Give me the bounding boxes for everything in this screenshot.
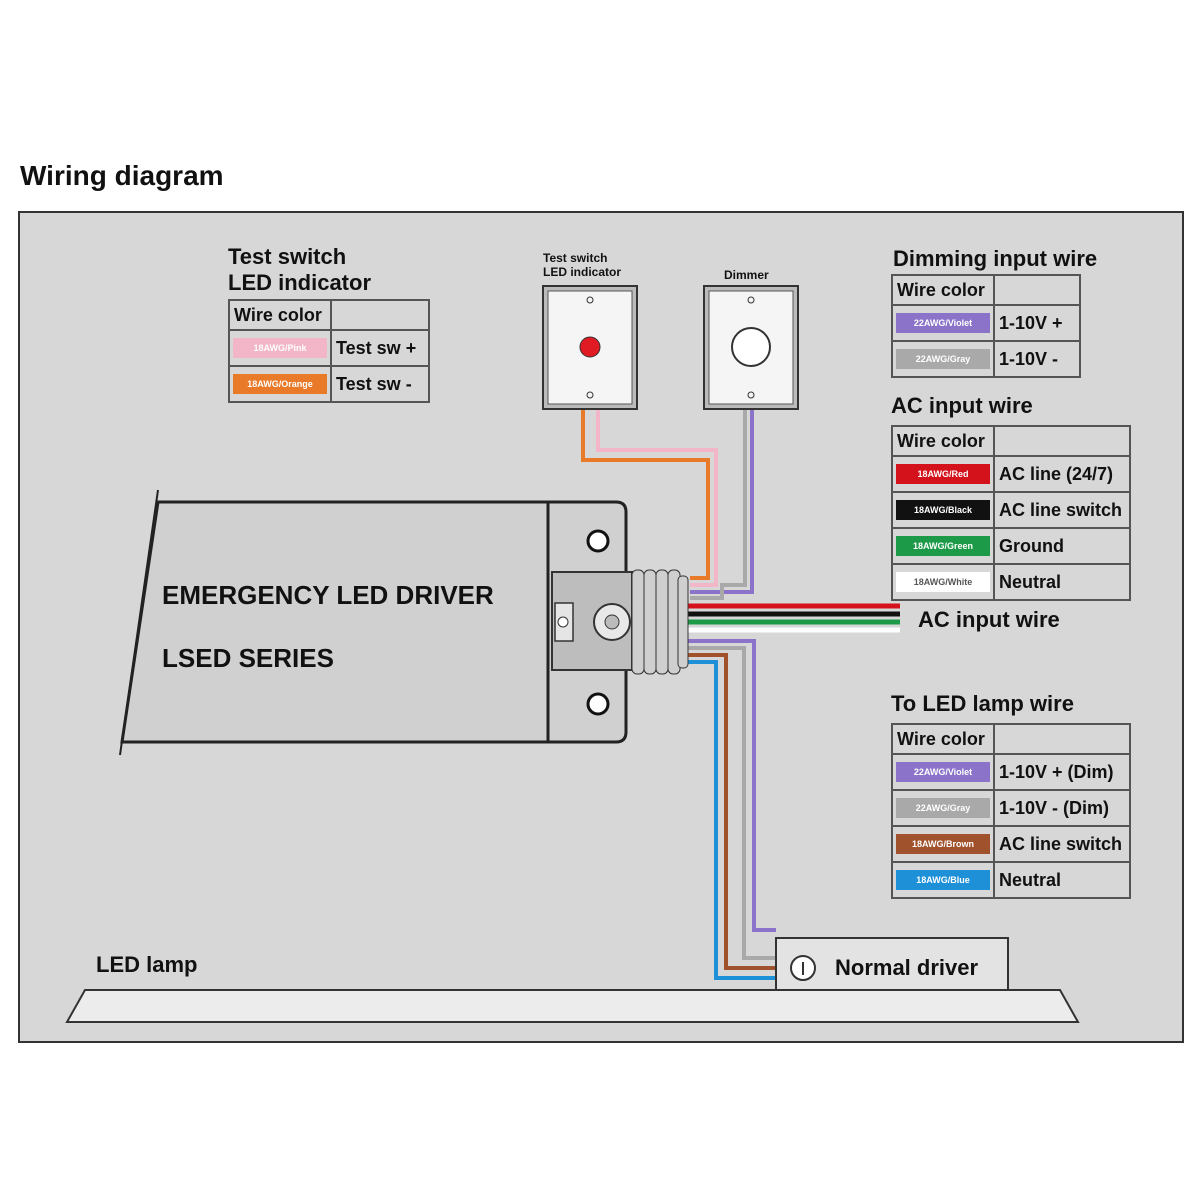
row-label: 1-10V + (Dim) xyxy=(993,753,1131,791)
wire-brown xyxy=(686,653,776,970)
wire-violet-dimmer xyxy=(690,410,754,594)
wire-swatch-violet: 22AWG/Violet xyxy=(896,762,990,782)
dimming-wire-table: Wire color 22AWG/Violet 1-10V + 22AWG/Gr… xyxy=(891,274,1081,378)
row-label: Neutral xyxy=(993,563,1131,601)
mount-hole-bottom xyxy=(586,692,610,716)
test-switch-wire-table: Wire color 18AWG/Pink Test sw + 18AWG/Or… xyxy=(228,299,430,403)
row-label: AC line (24/7) xyxy=(993,455,1131,493)
row-label: Test sw + xyxy=(330,329,430,367)
table-header-row: Wire color xyxy=(891,425,1131,457)
header-cell: Wire color xyxy=(228,299,332,331)
normal-driver-label: Normal driver xyxy=(835,955,979,980)
strain-relief-ribs xyxy=(631,569,689,675)
led-lamp-wire-table: Wire color 22AWG/Violet 1-10V + (Dim) 22… xyxy=(891,723,1131,899)
mount-hole-top xyxy=(586,529,610,553)
wire-swatch-red: 18AWG/Red xyxy=(896,464,990,484)
row-label: 1-10V - xyxy=(993,340,1081,378)
device-label-line1: Test switch xyxy=(543,251,608,265)
table-row: 18AWG/White Neutral xyxy=(891,563,1131,601)
table-row: 18AWG/Pink Test sw + xyxy=(228,329,430,367)
table-row: 18AWG/Red AC line (24/7) xyxy=(891,455,1131,493)
header-empty-cell xyxy=(993,723,1131,755)
wire-swatch-green: 18AWG/Green xyxy=(896,536,990,556)
table-header-row: Wire color xyxy=(228,299,430,331)
wire-gray-lamp xyxy=(686,646,776,960)
table-row: 22AWG/Violet 1-10V + (Dim) xyxy=(891,753,1131,791)
device-label-line2: LED indicator xyxy=(543,265,622,279)
wire-swatch-gray: 22AWG/Gray xyxy=(896,798,990,818)
led-lamp-label: LED lamp xyxy=(96,952,198,977)
header-empty-cell xyxy=(993,274,1081,306)
row-label: 1-10V + xyxy=(993,304,1081,342)
row-label: AC line switch xyxy=(993,825,1131,863)
header-empty-cell xyxy=(993,425,1131,457)
wire-swatch-gray: 22AWG/Gray xyxy=(896,349,990,369)
header-cell: Wire color xyxy=(891,274,995,306)
heading-line2: LED indicator xyxy=(228,270,372,295)
row-label: Test sw - xyxy=(330,365,430,403)
header-cell: Wire color xyxy=(891,723,995,755)
led-table-heading: To LED lamp wire xyxy=(891,691,1074,716)
table-row: 18AWG/Brown AC line switch xyxy=(891,825,1131,863)
row-label: Neutral xyxy=(993,861,1131,899)
test-switch-led xyxy=(579,336,601,358)
heading-line1: Test switch xyxy=(228,244,347,269)
header-empty-cell xyxy=(330,299,430,331)
table-row: 18AWG/Orange Test sw - xyxy=(228,365,430,403)
wire-violet-lamp xyxy=(686,639,776,932)
ac-input-wire-table: Wire color 18AWG/Red AC line (24/7) 18AW… xyxy=(891,425,1131,601)
led-lamp-bar xyxy=(65,989,1080,1023)
row-label: Ground xyxy=(993,527,1131,565)
wire-swatch-brown: 18AWG/Brown xyxy=(896,834,990,854)
dimmer-knob xyxy=(731,327,771,367)
table-row: 22AWG/Violet 1-10V + xyxy=(891,304,1081,342)
row-label: 1-10V - (Dim) xyxy=(993,789,1131,827)
table-row: 22AWG/Gray 1-10V - (Dim) xyxy=(891,789,1131,827)
wire-swatch-white: 18AWG/White xyxy=(896,572,990,592)
dimmer-device-label: Dimmer xyxy=(724,268,769,282)
wire-swatch-violet: 22AWG/Violet xyxy=(896,313,990,333)
wire-blue xyxy=(686,660,776,980)
ac-input-wire-label: AC input wire xyxy=(918,607,1060,632)
row-label: AC line switch xyxy=(993,491,1131,529)
driver-body xyxy=(120,500,550,744)
dimming-table-heading: Dimming input wire xyxy=(893,246,1098,271)
page-title: Wiring diagram xyxy=(20,160,224,191)
test-switch-table-heading: Test switch LED indicator xyxy=(228,244,371,296)
wire-pink xyxy=(596,410,718,587)
table-row: 18AWG/Green Ground xyxy=(891,527,1131,565)
table-header-row: Wire color xyxy=(891,274,1081,306)
header-cell: Wire color xyxy=(891,425,995,457)
table-row: 18AWG/Black AC line switch xyxy=(891,491,1131,529)
wire-orange xyxy=(581,410,710,580)
ac-table-heading: AC input wire xyxy=(891,393,1033,418)
table-header-row: Wire color xyxy=(891,723,1131,755)
wire-swatch-orange: 18AWG/Orange xyxy=(233,374,327,394)
wire-gray-dimmer xyxy=(690,410,747,600)
driver-title: EMERGENCY LED DRIVER xyxy=(162,580,494,610)
driver-series: LSED SERIES xyxy=(162,643,334,673)
wire-swatch-black: 18AWG/Black xyxy=(896,500,990,520)
table-row: 18AWG/Blue Neutral xyxy=(891,861,1131,899)
wire-swatch-pink: 18AWG/Pink xyxy=(233,338,327,358)
test-switch-device-label: Test switch LED indicator xyxy=(543,251,621,279)
wire-swatch-blue: 18AWG/Blue xyxy=(896,870,990,890)
table-row: 22AWG/Gray 1-10V - xyxy=(891,340,1081,378)
